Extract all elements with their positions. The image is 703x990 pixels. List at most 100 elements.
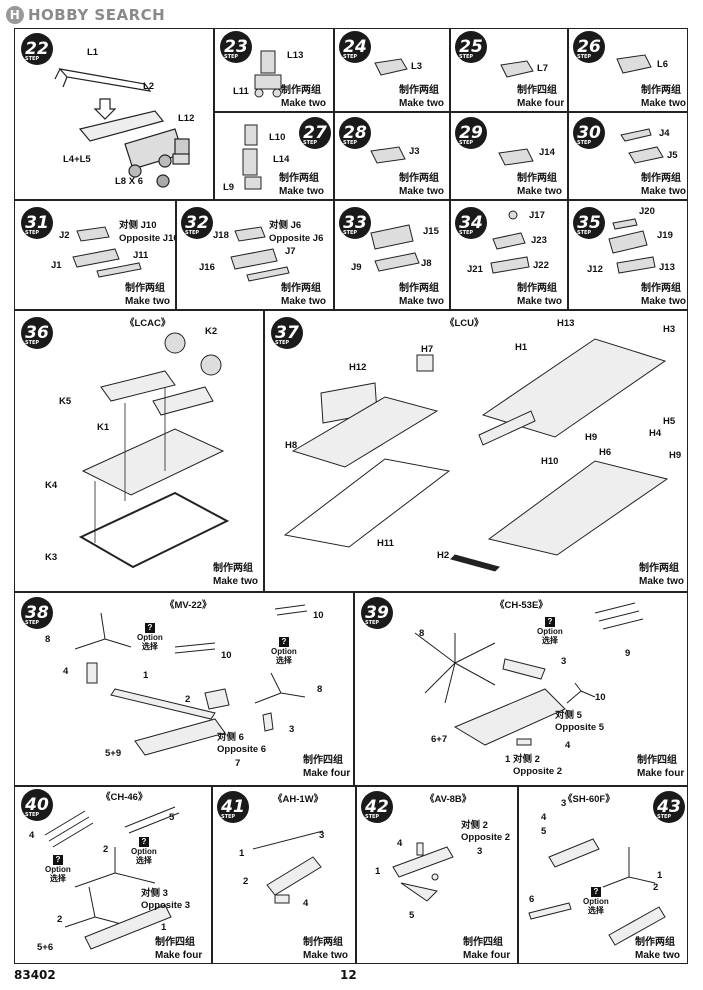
part-label: L14 (273, 154, 290, 165)
model-title: 《SH-60F》 (563, 794, 615, 805)
part-label: J15 (423, 226, 439, 237)
part-label: H13 (557, 318, 575, 329)
part-label: 6 (529, 894, 535, 905)
part-label: K3 (45, 552, 58, 563)
part-label: 6+7 (431, 734, 448, 745)
part-label: H6 (599, 447, 612, 458)
part-label: J22 (533, 260, 549, 271)
part-label: J11 (133, 250, 149, 261)
part-label: L11 (233, 86, 249, 97)
part-label: L2 (143, 81, 155, 92)
part-label: 10 (313, 610, 324, 621)
part-label: J21 (467, 264, 483, 275)
part-label: K2 (205, 326, 218, 337)
part-label: H7 (421, 344, 434, 355)
part-label: J18 (213, 230, 229, 241)
option-icon: ? (138, 837, 149, 847)
part-label: L6 (657, 59, 669, 70)
part-drawing (370, 224, 420, 272)
part-label: 对侧 2 (513, 754, 540, 765)
hobby-search-logo: H HOBBY SEARCH (6, 4, 165, 26)
part-label: Opposite J6 (269, 233, 324, 244)
option-icon: ? (144, 623, 155, 633)
part-label: 5 (409, 910, 415, 921)
model-title: 《AH-1W》 (273, 794, 324, 805)
part-label: 5 (541, 826, 547, 837)
part-label: 3 (477, 846, 483, 857)
part-label: 9 (625, 648, 631, 659)
model-title: 《AV-8B》 (425, 794, 472, 805)
part-label: 对侧 3 (141, 888, 168, 899)
part-label: J12 (587, 264, 603, 275)
part-label: 3 (289, 724, 295, 735)
part-label: K5 (59, 396, 72, 407)
part-label: 4 (29, 830, 35, 841)
part-label: Opposite J10 (119, 233, 176, 244)
part-label: 1 (239, 848, 245, 859)
part-label: L4+L5 (63, 154, 91, 165)
part-label: 5+6 (37, 942, 54, 953)
part-label: L12 (178, 113, 195, 124)
part-label: J3 (409, 146, 420, 157)
part-label: L1 (87, 47, 99, 58)
part-label: L10 (269, 132, 286, 143)
part-drawing (230, 226, 290, 282)
part-label: Opposite 3 (141, 900, 191, 911)
ah1w-drawing (252, 830, 324, 904)
part-label: L3 (411, 61, 423, 72)
option-icon: ? (590, 887, 601, 897)
part-drawing (498, 148, 534, 166)
mv22-drawing (74, 604, 308, 756)
option-icon: ? (52, 855, 63, 865)
option-icon: ? (278, 637, 289, 647)
part-label: 4 (565, 740, 571, 751)
part-label: L8 X 6 (115, 176, 143, 187)
ch53e-drawing (414, 602, 644, 746)
part-drawing (616, 54, 652, 74)
part-label: 8 (45, 634, 51, 645)
part-label: 1 (143, 670, 149, 681)
part-label: J9 (351, 262, 362, 273)
part-label: 2 (57, 914, 63, 925)
part-label: 4 (397, 838, 403, 849)
part-label: 5+9 (105, 748, 122, 759)
part-label: J1 (51, 260, 62, 271)
part-label: K1 (97, 422, 110, 433)
part-label: J2 (59, 230, 70, 241)
